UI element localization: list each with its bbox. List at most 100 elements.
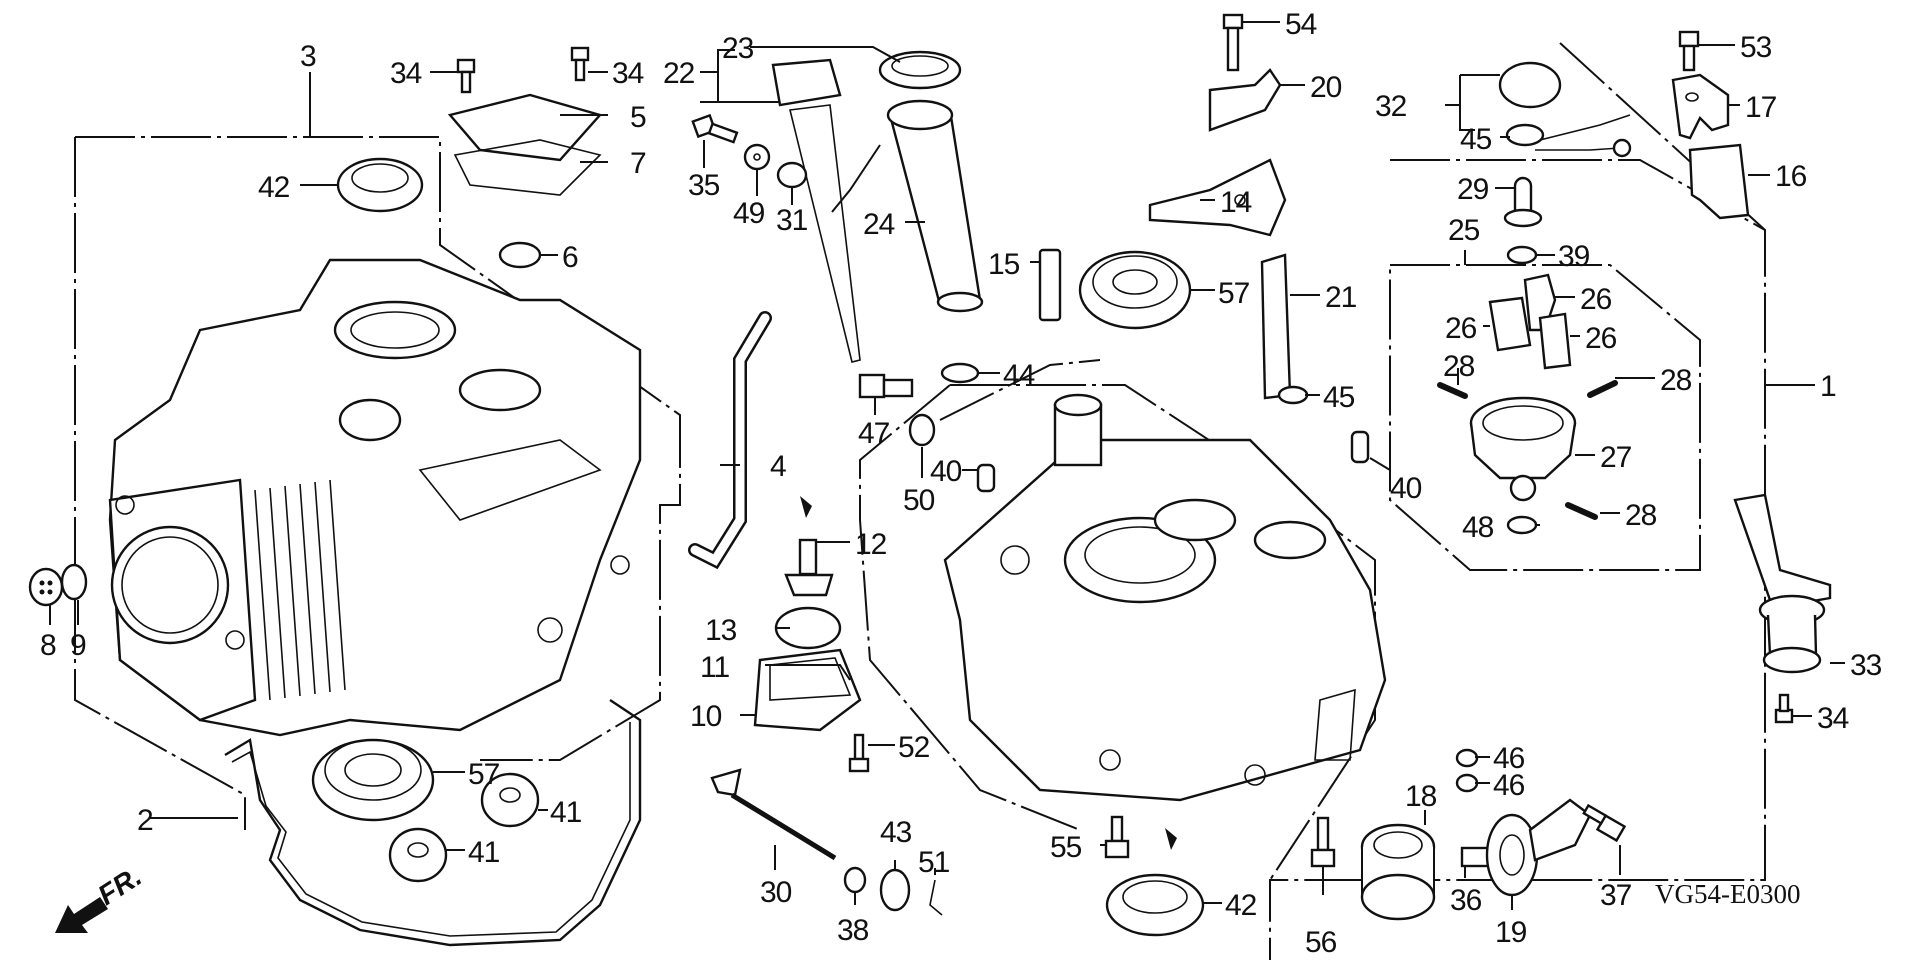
washer-39 xyxy=(1506,245,1538,265)
callout-36: 36 xyxy=(1450,884,1482,917)
pin-28-c xyxy=(1565,502,1598,520)
callout-49: 49 xyxy=(733,197,765,230)
callout-40-a: 40 xyxy=(930,455,962,488)
bearing-57-lower xyxy=(311,738,435,822)
bolt-53 xyxy=(1678,30,1700,72)
callout-35: 35 xyxy=(688,169,720,202)
oil-filter-base-19 xyxy=(1485,798,1592,897)
oil-pump-screen-21 xyxy=(1260,253,1292,400)
grommet-16 xyxy=(1688,143,1750,220)
callout-41-a: 41 xyxy=(550,796,582,829)
callout-40-b: 40 xyxy=(1390,472,1422,505)
oil-level-switch-32 xyxy=(1498,61,1632,158)
callout-19: 19 xyxy=(1495,916,1527,949)
callout-43: 43 xyxy=(880,816,912,849)
leader-lines xyxy=(49,21,1845,910)
callout-26-b: 26 xyxy=(1445,312,1477,345)
oil-guide-33 xyxy=(1733,493,1832,674)
oil-seal-42-top xyxy=(336,157,424,213)
callout-26-c: 26 xyxy=(1585,322,1617,355)
bearing-41-a xyxy=(480,772,540,828)
bearing-57-upper xyxy=(1078,250,1192,330)
washer-46-a xyxy=(1455,748,1479,768)
callout-4: 4 xyxy=(770,450,786,483)
callout-14: 14 xyxy=(1220,186,1252,219)
callout-9: 9 xyxy=(70,629,86,662)
callout-1: 1 xyxy=(1820,370,1836,403)
gasket xyxy=(224,699,642,947)
diagram-code: VG54-E0300 xyxy=(1655,879,1800,909)
callout-46-b: 46 xyxy=(1493,769,1525,802)
bolt-56 xyxy=(1310,816,1336,868)
pin-51 xyxy=(929,879,943,916)
governor-arm-30 xyxy=(710,768,837,861)
callout-7: 7 xyxy=(630,147,646,180)
bolt-34-b xyxy=(570,46,590,82)
seal-9 xyxy=(60,563,88,601)
washer-48 xyxy=(1506,515,1538,535)
callout-20: 20 xyxy=(1310,71,1342,104)
callout-17: 17 xyxy=(1745,91,1777,124)
washer-49 xyxy=(743,143,771,171)
callout-28-a: 28 xyxy=(1443,350,1475,383)
oil-filler-tube xyxy=(886,99,984,384)
pin-28-a xyxy=(1437,382,1468,399)
bolt-54 xyxy=(1222,13,1244,72)
pin-28-b xyxy=(1587,380,1618,398)
callout-50: 50 xyxy=(903,484,935,517)
callout-42-a: 42 xyxy=(258,171,290,204)
governor-shaft-12 xyxy=(784,538,834,597)
callout-51: 51 xyxy=(918,846,950,879)
callout-45-b: 45 xyxy=(1323,381,1355,414)
callout-21: 21 xyxy=(1325,281,1357,314)
bolt-34-c xyxy=(1774,693,1794,724)
plug-8 xyxy=(28,567,64,607)
assembly-arrow-icon xyxy=(800,496,812,518)
callout-18: 18 xyxy=(1405,780,1437,813)
callout-13: 13 xyxy=(705,614,737,647)
callout-52: 52 xyxy=(898,731,930,764)
washer-45-c xyxy=(1277,385,1309,405)
washer-38 xyxy=(843,866,867,894)
callout-42-b: 42 xyxy=(1225,889,1257,922)
callout-labels: 1 2 3 4 5 6 7 8 9 10 11 12 13 14 15 16 1… xyxy=(40,8,1883,959)
pin-29 xyxy=(1503,176,1543,228)
bolt-37 xyxy=(1582,803,1627,843)
seal-43 xyxy=(879,868,911,912)
crankcase-cover xyxy=(943,393,1387,802)
callout-55: 55 xyxy=(1050,831,1082,864)
governor-gear-27 xyxy=(1469,396,1577,502)
callout-22: 22 xyxy=(663,57,695,90)
callout-28-c: 28 xyxy=(1625,499,1657,532)
callout-56: 56 xyxy=(1305,926,1337,959)
oil-guide-15 xyxy=(1038,248,1062,322)
callout-16: 16 xyxy=(1775,160,1807,193)
callout-33: 33 xyxy=(1850,649,1882,682)
breather-tube xyxy=(688,311,772,570)
callout-26-a: 26 xyxy=(1580,283,1612,316)
callout-8: 8 xyxy=(40,629,56,662)
holder-17 xyxy=(1671,73,1730,140)
oil-guide-14 xyxy=(1148,158,1287,237)
callout-57-b: 57 xyxy=(468,758,500,791)
callout-12: 12 xyxy=(855,528,887,561)
callout-28-b: 28 xyxy=(1660,364,1692,397)
callout-11: 11 xyxy=(700,651,729,684)
callout-34-b: 34 xyxy=(612,57,644,90)
callout-5: 5 xyxy=(630,101,646,134)
washer-50 xyxy=(908,413,936,447)
callout-37: 37 xyxy=(1600,879,1632,912)
governor-weights-26 xyxy=(1488,273,1572,370)
callout-2: 2 xyxy=(137,804,153,837)
front-direction-marker: FR. xyxy=(55,860,147,933)
callout-47: 47 xyxy=(858,417,890,450)
bolt-55 xyxy=(1104,815,1130,859)
callout-10: 10 xyxy=(690,700,722,733)
callout-57-a: 57 xyxy=(1218,277,1250,310)
callout-46-a: 46 xyxy=(1493,742,1525,775)
callout-24: 24 xyxy=(863,208,895,241)
washer-46-b xyxy=(1455,773,1479,793)
callout-34-a: 34 xyxy=(390,57,422,90)
assembly-arrow-icon xyxy=(1165,828,1177,850)
